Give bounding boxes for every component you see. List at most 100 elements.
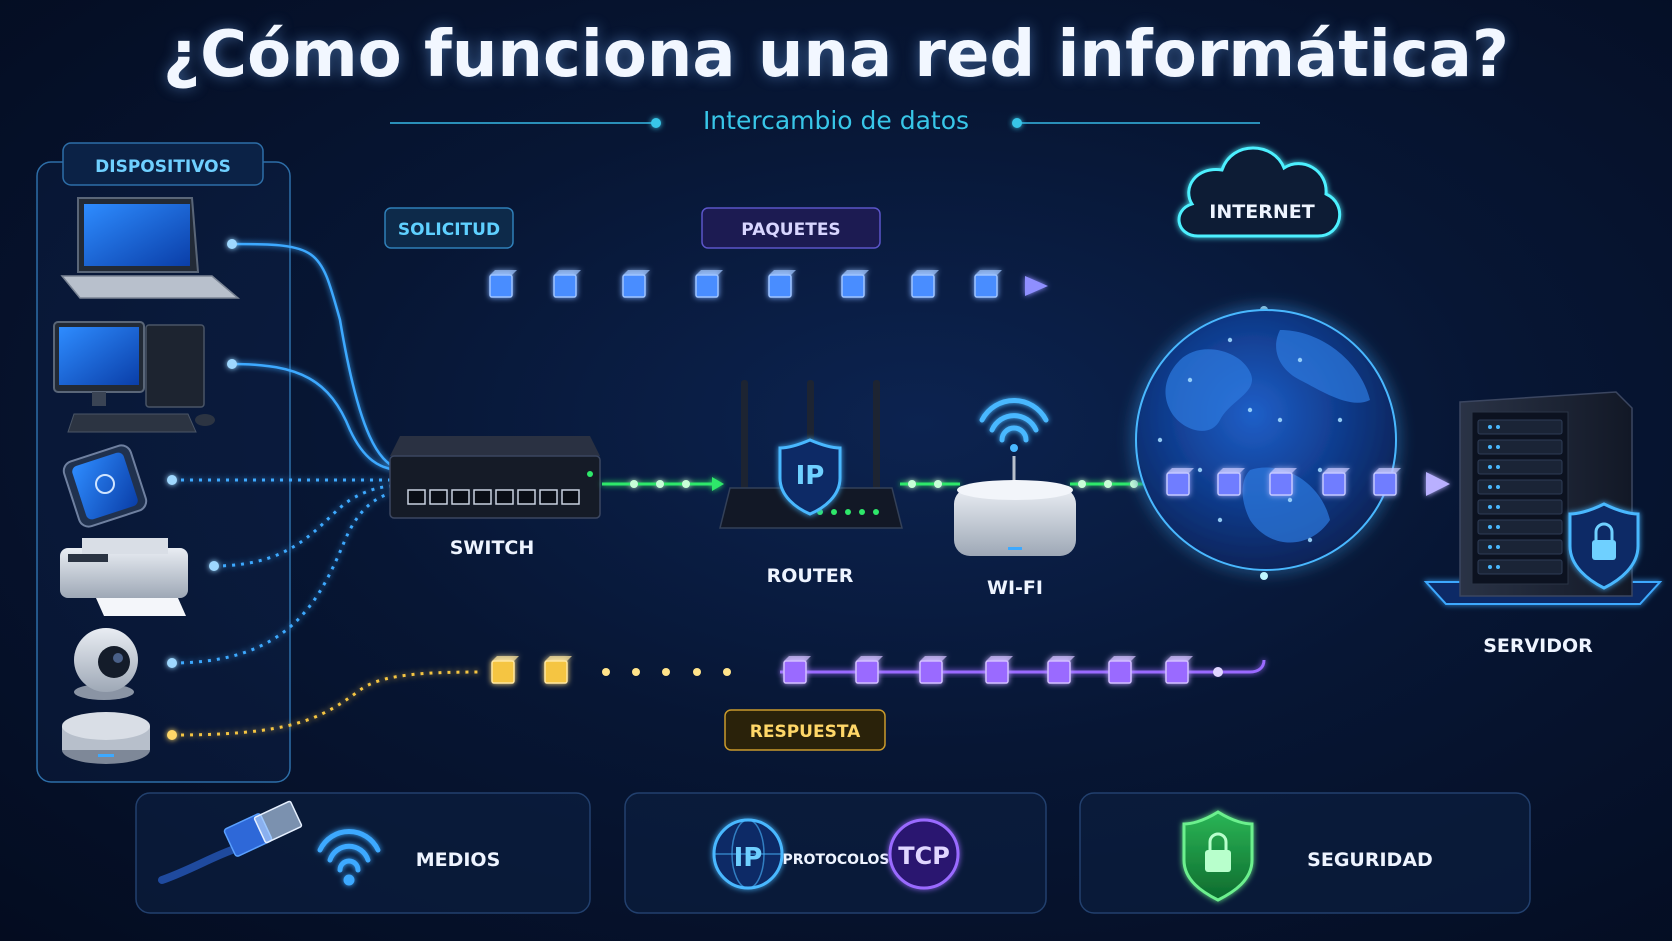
globe-node xyxy=(1187,377,1193,383)
server-label: SERVIDOR xyxy=(1483,635,1593,657)
server-rack-led xyxy=(1496,445,1500,449)
data-packet xyxy=(855,656,883,684)
link-dot xyxy=(1104,480,1112,488)
globe-node xyxy=(1287,497,1293,503)
response-dot xyxy=(632,668,640,676)
globe-node xyxy=(1227,337,1233,343)
switch-port xyxy=(517,489,536,505)
router-led xyxy=(873,509,879,515)
switch-label: SWITCH xyxy=(450,537,535,559)
page-title: ¿Cómo funciona una red informática? xyxy=(162,18,1510,92)
request-packets xyxy=(489,270,1002,298)
internet-label: INTERNET xyxy=(1209,201,1314,223)
link-dot xyxy=(630,480,638,488)
router-ip-badge: IP xyxy=(796,461,825,491)
ethernet-cable-icon xyxy=(158,800,303,884)
wifi-icon xyxy=(317,829,381,886)
data-packet xyxy=(695,270,723,298)
security-card-label: SEGURIDAD xyxy=(1307,849,1433,871)
tcp-badge-icon: TCP xyxy=(888,818,960,890)
server-rack-unit xyxy=(1477,539,1563,555)
subtitle-divider xyxy=(390,118,1260,128)
data-packet xyxy=(544,656,572,684)
cloud-icon xyxy=(1177,146,1342,238)
laptop-icon xyxy=(60,197,241,299)
server-rack-unit xyxy=(1477,459,1563,475)
link-dot xyxy=(656,480,664,488)
server-rack-led xyxy=(1496,485,1500,489)
server-rack-led xyxy=(1488,485,1492,489)
router-led xyxy=(859,509,865,515)
server-rack-unit xyxy=(1477,419,1563,435)
server-rack-led xyxy=(1496,525,1500,529)
link-dot xyxy=(908,480,916,488)
server-rack-led xyxy=(1488,465,1492,469)
globe-node xyxy=(1157,437,1163,443)
server-rack-led xyxy=(1496,505,1500,509)
smart-hub-icon xyxy=(62,712,150,764)
link-dot xyxy=(1130,480,1138,488)
response-flow xyxy=(480,656,1266,684)
globe-node xyxy=(1217,517,1223,523)
switch-port xyxy=(495,489,514,505)
switch-port xyxy=(539,489,558,505)
switch-port xyxy=(407,489,426,505)
protocols-card: IP PROTOCOLOS TCP xyxy=(624,792,1047,914)
request-label: SOLICITUD xyxy=(398,220,500,240)
data-packet xyxy=(768,270,796,298)
server-rack-led xyxy=(1496,565,1500,569)
response-dot xyxy=(1213,667,1223,677)
data-packet xyxy=(491,656,519,684)
data-packet xyxy=(622,270,650,298)
data-packet xyxy=(783,656,811,684)
green-link xyxy=(602,477,1150,491)
security-card: SEGURIDAD xyxy=(1079,792,1531,914)
data-packet xyxy=(1108,656,1136,684)
data-packet xyxy=(1373,468,1401,496)
link-dot xyxy=(1078,480,1086,488)
data-packet xyxy=(985,656,1013,684)
security-camera-icon xyxy=(74,628,138,700)
desktop-computer-icon xyxy=(53,321,215,433)
wifi-access-point-icon xyxy=(954,397,1076,556)
data-packet xyxy=(1047,656,1075,684)
response-label: RESPUESTA xyxy=(750,722,861,742)
server-rack-unit xyxy=(1477,499,1563,515)
globe-node xyxy=(1337,417,1343,423)
data-packet xyxy=(1217,468,1245,496)
server-rack-led xyxy=(1496,465,1500,469)
devices-panel-label: DISPOSITIVOS xyxy=(95,157,231,177)
response-dot xyxy=(662,668,670,676)
smartphone-icon xyxy=(62,444,148,528)
shield-lock-icon xyxy=(1182,810,1254,902)
server-rack-unit xyxy=(1477,439,1563,455)
media-card-label: MEDIOS xyxy=(416,849,501,871)
switch-port xyxy=(473,489,492,505)
globe-node xyxy=(1197,467,1203,473)
router-led xyxy=(831,509,837,515)
response-dot xyxy=(723,668,731,676)
ip-badge-text: IP xyxy=(734,843,763,873)
server-rack-led xyxy=(1496,425,1500,429)
server-rack-unit xyxy=(1477,479,1563,495)
server-flow xyxy=(1150,468,1450,496)
router-icon: IP xyxy=(719,380,903,529)
globe-node xyxy=(1307,537,1313,543)
server-rack-unit xyxy=(1477,559,1563,575)
server-rack-led xyxy=(1488,565,1492,569)
globe-node xyxy=(1317,467,1323,473)
globe-node xyxy=(1277,417,1283,423)
link-dot xyxy=(934,480,942,488)
devices-panel: DISPOSITIVOS xyxy=(36,142,291,783)
globe-node xyxy=(1297,357,1303,363)
server-rack-led xyxy=(1488,505,1492,509)
page-subtitle: Intercambio de datos xyxy=(702,106,970,135)
wifi-label: WI-FI xyxy=(987,577,1043,599)
ip-globe-icon: IP xyxy=(712,818,784,890)
globe-node xyxy=(1247,407,1253,413)
switch-port xyxy=(451,489,470,505)
packets-label: PAQUETES xyxy=(741,220,840,240)
device-links xyxy=(171,242,481,737)
media-card: MEDIOS xyxy=(135,792,591,914)
